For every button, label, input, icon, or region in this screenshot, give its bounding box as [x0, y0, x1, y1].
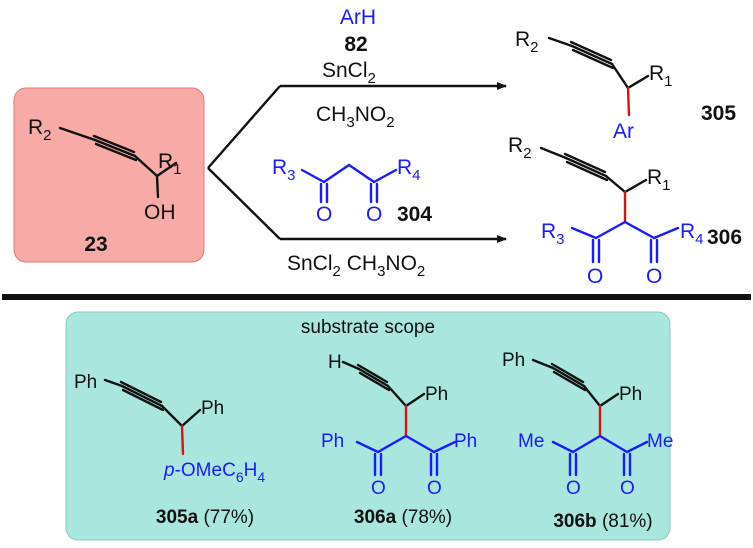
- scope-306b-o-left: O: [566, 478, 581, 499]
- scope-306b-me-left: Me: [518, 431, 544, 452]
- product-306-o-left: O: [587, 265, 603, 288]
- scope-306b-caption: 306b (81%): [553, 511, 652, 532]
- scope-306b-ph-top: Ph: [502, 350, 525, 371]
- scope-306b-o-right: O: [620, 478, 635, 499]
- top-solvent-label: CH3NO2: [316, 103, 395, 131]
- substrate-r1-label: R1: [158, 150, 182, 178]
- reagent-arh-label: ArH: [340, 6, 376, 29]
- scope-305a-new-bond: [180, 424, 185, 456]
- product-306-r3-label: R3: [541, 220, 565, 248]
- product-305-ar-label: Ar: [613, 120, 634, 143]
- substrate-r2-label: R2: [28, 116, 52, 144]
- substrate-oh-label: OH: [144, 201, 176, 224]
- separator-rule: [2, 294, 751, 300]
- product-305-new-bond: [626, 86, 631, 117]
- scope-306a-o-right: O: [427, 478, 442, 499]
- product-306-number: 306: [707, 226, 742, 249]
- reagent-304-number: 304: [397, 203, 432, 226]
- reaction-arrows: [207, 82, 507, 243]
- scope-306a-structure-blue: [355, 434, 457, 477]
- product-305-structure: [547, 36, 650, 90]
- product-306-r1-label: R1: [647, 166, 671, 194]
- product-306-structure-black: [539, 146, 648, 194]
- scope-305a-ph-right: Ph: [201, 398, 224, 419]
- product-306-r4-label: R4: [680, 220, 704, 248]
- top-catalyst-label: SnCl2: [322, 59, 376, 87]
- bottom-conditions-label: SnCl2 CH3NO2: [287, 252, 425, 280]
- substrate-number: 23: [84, 233, 107, 256]
- substrate-23-structure: [58, 126, 178, 199]
- scope-305a-structure: [103, 378, 202, 428]
- reagent-304-r4-label: R4: [397, 156, 421, 184]
- product-306-structure-blue: [570, 220, 680, 264]
- scope-306a-o-left: O: [371, 478, 386, 499]
- reagent-304-o-right: O: [366, 203, 382, 226]
- scope-title: substrate scope: [301, 317, 435, 338]
- scope-box: [65, 311, 671, 541]
- scope-305a-ph-top: Ph: [74, 372, 97, 393]
- scope-306a-ph-left: Ph: [321, 431, 344, 452]
- substrate-box: [13, 87, 205, 263]
- product-306-o-right: O: [646, 265, 662, 288]
- scope-306a-caption: 306a (78%): [354, 507, 452, 528]
- scope-305a-caption: 305a (77%): [156, 507, 254, 528]
- product-305-number: 305: [701, 102, 736, 125]
- scope-306b-ph-right: Ph: [619, 384, 642, 405]
- scope-306b-structure-black: [531, 358, 620, 408]
- scope-305a-aryl-label: p-OMeC6H4: [163, 460, 265, 485]
- scope-306a-ph-right: Ph: [425, 384, 448, 405]
- reagent-304-structure: [300, 163, 398, 204]
- scope-306a-ph-ketone: Ph: [454, 431, 477, 452]
- scope-306a-h-label: H: [328, 352, 342, 373]
- product-305-r2-label: R2: [515, 28, 539, 56]
- scope-306b-me-right: Me: [647, 431, 673, 452]
- product-305-r1-label: R1: [649, 62, 673, 90]
- scope-306a-structure-black: [341, 360, 426, 408]
- reagent-82-number: 82: [344, 33, 367, 56]
- product-306-r2-label: R2: [508, 134, 532, 162]
- scope-306b-structure-blue: [551, 434, 649, 477]
- reagent-304-o-left: O: [316, 203, 332, 226]
- reagent-304-r3-label: R3: [272, 156, 296, 184]
